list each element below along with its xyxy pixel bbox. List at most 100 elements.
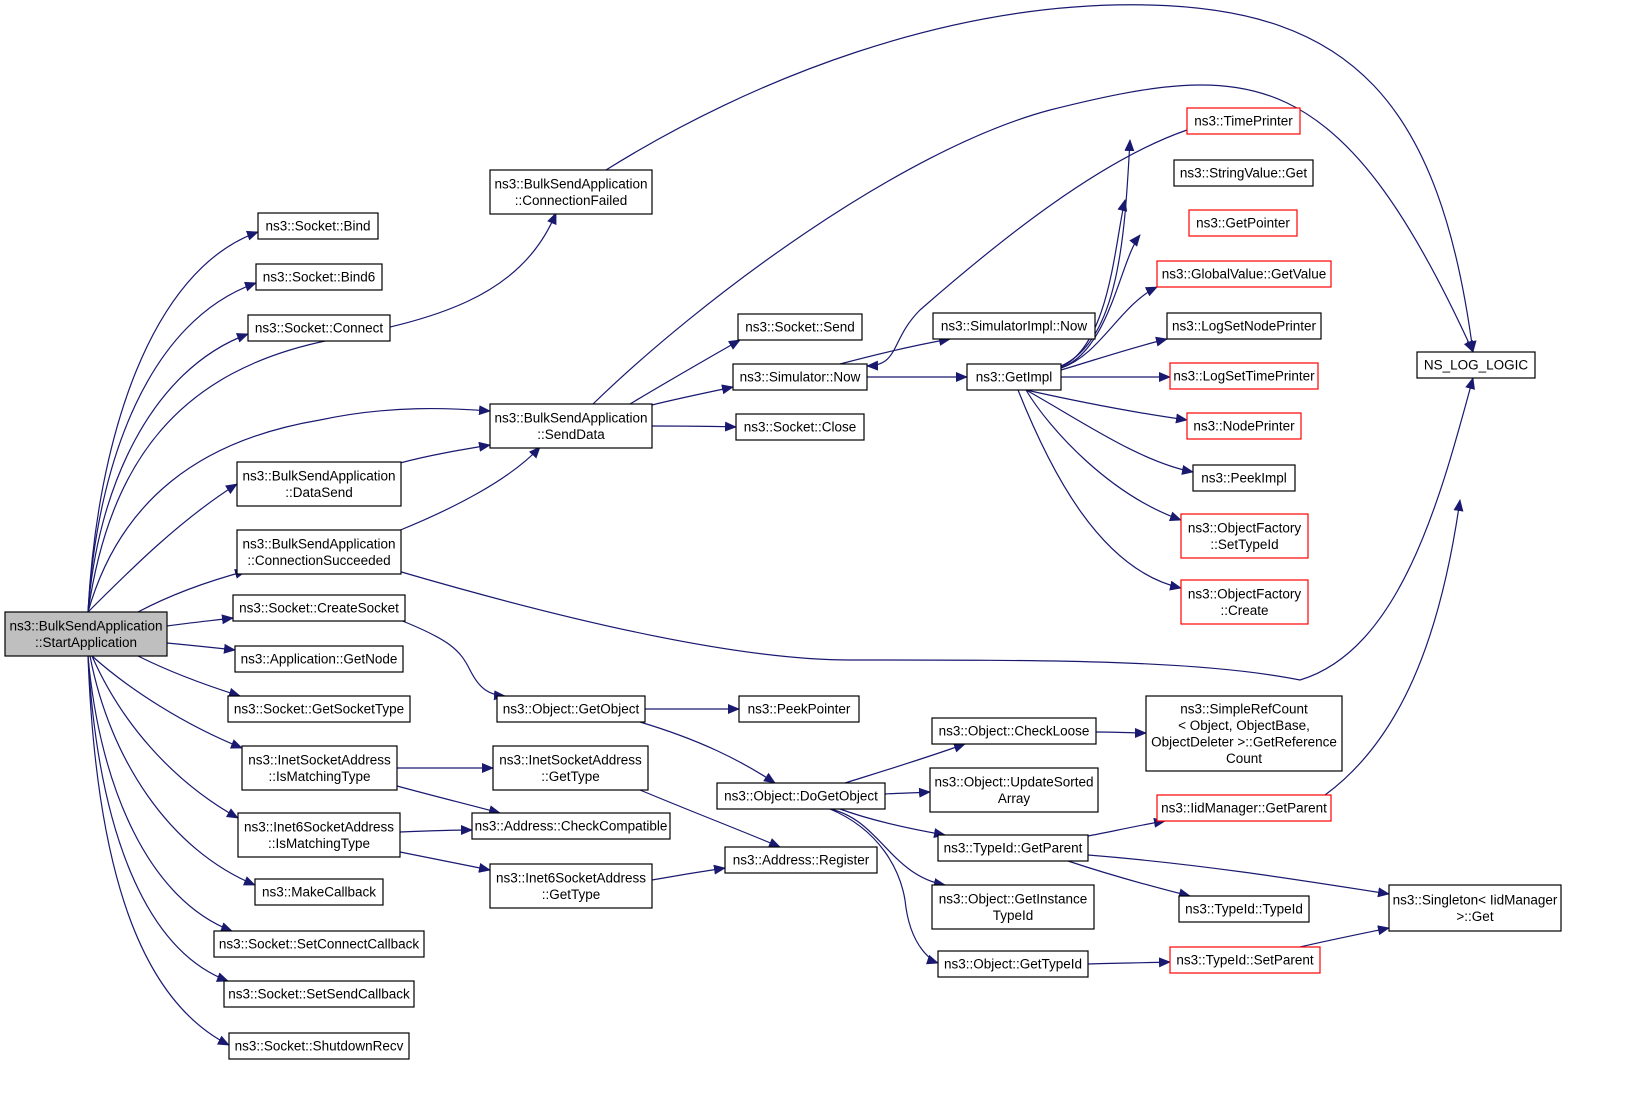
node-box: [234, 645, 404, 673]
node-ns3-socket-send[interactable]: ns3::Socket::Send: [737, 313, 863, 341]
edge-start-to-createsocket: [166, 614, 234, 627]
node-ns3-getimpl[interactable]: ns3::GetImpl: [966, 363, 1062, 391]
edge-arrow: [1060, 199, 1128, 368]
node-ns3-typeid-getparent[interactable]: ns3::TypeId::GetParent: [937, 834, 1089, 862]
edge-arrow: [1095, 727, 1147, 738]
node-ns3-inet6socketaddress-ismatchingtype[interactable]: ns3::Inet6SocketAddress::IsMatchingType: [237, 812, 401, 858]
edge-arrow: [651, 864, 726, 881]
node-ns3-application-getnode[interactable]: ns3::Application::GetNode: [234, 645, 404, 673]
node-box: [1166, 312, 1322, 340]
node-label-line: ns3::Socket::Close: [744, 420, 857, 435]
node-ns3-logsetnodeprinter[interactable]: ns3::LogSetNodePrinter: [1166, 312, 1322, 340]
node-label-line: ns3::Socket::Bind: [265, 219, 370, 234]
node-label-line: ns3::Inet6SocketAddress: [244, 819, 394, 834]
node-label-line: ns3::InetSocketAddress: [499, 752, 642, 767]
node-label-line: ns3::TypeId::SetParent: [1176, 953, 1314, 968]
edge-dogetobject-to-updatesorted: [884, 787, 931, 798]
node-ns3-globalvalue-getvalue[interactable]: ns3::GlobalValue::GetValue: [1156, 260, 1332, 288]
node-label-line: ns3::Singleton< IidManager: [1393, 892, 1558, 907]
node-label-line: ns3::BulkSendApplication: [242, 468, 395, 483]
edge-arrow: [1060, 139, 1135, 367]
node-ns3-objectfactory-settypeid[interactable]: ns3::ObjectFactory::SetTypeId: [1180, 513, 1309, 559]
node-ns3-object-checkloose[interactable]: ns3::Object::CheckLoose: [931, 717, 1097, 745]
node-ns3-socket-bind[interactable]: ns3::Socket::Bind: [257, 212, 379, 240]
node-ns3-socket-setsendcallback[interactable]: ns3::Socket::SetSendCallback: [223, 980, 415, 1008]
node-box: [932, 312, 1096, 340]
node-ns3-getpointer[interactable]: ns3::GetPointer: [1188, 209, 1298, 237]
edge-start-to-setconnectcb: [87, 655, 233, 932]
edge-inet6match-to-inet6gettype: [399, 851, 491, 873]
edge-start-to-bind6: [87, 281, 257, 613]
node-ns3-peekpointer[interactable]: ns3::PeekPointer: [738, 695, 860, 723]
edge-arrow: [1025, 389, 1182, 522]
node-ns3-singleton-iidmanager-get[interactable]: ns3::Singleton< IidManager>::Get: [1388, 884, 1562, 932]
edge-arrow: [166, 642, 236, 654]
node-ns3-makecallback[interactable]: ns3::MakeCallback: [254, 878, 384, 906]
node-ns3-bulksendapplication-startapplication[interactable]: ns3::BulkSendApplication::StartApplicati…: [4, 611, 168, 657]
edge-senddata-to-socketsend: [629, 339, 741, 405]
node-ns3-simulator-now[interactable]: ns3::Simulator::Now: [732, 363, 868, 391]
edge-arrow: [1067, 860, 1191, 899]
node-ns3-bulksendapplication-datasend[interactable]: ns3::BulkSendApplication::DataSend: [236, 461, 402, 507]
edge-getimpl-to-ofcreate: [1017, 389, 1182, 591]
node-box: [1180, 579, 1309, 625]
node-box: [1416, 351, 1536, 379]
node-ns3-logsettimeprinter[interactable]: ns3::LogSetTimePrinter: [1169, 362, 1319, 390]
node-label-line: ns3::BulkSendApplication: [9, 618, 162, 633]
edge-arrow: [1060, 336, 1168, 371]
node-ns3-socket-close[interactable]: ns3::Socket::Close: [735, 413, 865, 441]
node-ns3-inetsocketaddress-gettype[interactable]: ns3::InetSocketAddress::GetType: [492, 745, 649, 791]
node-label-line: ns3::Socket::Bind6: [263, 270, 376, 285]
node-ns3-socket-shutdownrecv[interactable]: ns3::Socket::ShutdownRecv: [228, 1032, 410, 1060]
node-box: [966, 363, 1062, 391]
edge-arrow: [605, 4, 1477, 353]
node-ns3-socket-getsockettype[interactable]: ns3::Socket::GetSocketType: [227, 695, 411, 723]
node-label-line: ns3::IidManager::GetParent: [1161, 801, 1327, 816]
node-ns3-objectfactory-create[interactable]: ns3::ObjectFactory::Create: [1180, 579, 1309, 625]
node-ns-log-logic[interactable]: NS_LOG_LOGIC: [1416, 351, 1536, 379]
node-ns3-inet6socketaddress-gettype[interactable]: ns3::Inet6SocketAddress::GetType: [489, 863, 653, 909]
node-ns3-bulksendapplication-senddata[interactable]: ns3::BulkSendApplication::SendData: [489, 403, 653, 449]
node-ns3-socket-setconnectcallback[interactable]: ns3::Socket::SetConnectCallback: [213, 930, 425, 958]
node-ns3-inetsocketaddress-ismatchingtype[interactable]: ns3::InetSocketAddress::IsMatchingType: [241, 745, 398, 791]
edge-arrow: [1087, 854, 1390, 898]
node-ns3-address-checkcompatible[interactable]: ns3::Address::CheckCompatible: [471, 812, 671, 840]
node-ns3-address-register[interactable]: ns3::Address::Register: [724, 846, 878, 874]
node-ns3-socket-connect[interactable]: ns3::Socket::Connect: [247, 314, 391, 342]
node-ns3-bulksendapplication-connectionsucceeded[interactable]: ns3::BulkSendApplication::ConnectionSucc…: [236, 529, 402, 575]
node-ns3-socket-createsocket[interactable]: ns3::Socket::CreateSocket: [232, 594, 406, 622]
edge-arrow: [91, 655, 243, 749]
node-ns3-object-dogetobject[interactable]: ns3::Object::DoGetObject: [716, 782, 886, 810]
node-ns3-iidmanager-getparent[interactable]: ns3::IidManager::GetParent: [1156, 794, 1332, 822]
node-ns3-simulatorimpl-now[interactable]: ns3::SimulatorImpl::Now: [932, 312, 1096, 340]
node-box: [1178, 895, 1310, 923]
edge-checkloose-to-simplerefcount: [1095, 727, 1147, 738]
node-ns3-timeprinter[interactable]: ns3::TimePrinter: [1186, 107, 1301, 135]
node-ns3-object-gettypeid[interactable]: ns3::Object::GetTypeId: [937, 950, 1089, 978]
node-ns3-nodeprinter[interactable]: ns3::NodePrinter: [1186, 412, 1302, 440]
edge-arrow: [1324, 499, 1464, 796]
node-label-line: ns3::Socket::CreateSocket: [239, 601, 399, 616]
edge-start-to-shutdownrecv: [87, 655, 230, 1046]
edge-arrow: [1017, 389, 1182, 591]
node-box: [223, 980, 415, 1008]
edge-dogetobject-to-objgettypeid: [829, 808, 939, 965]
node-ns3-typeid-setparent[interactable]: ns3::TypeId::SetParent: [1169, 946, 1321, 974]
node-label-line: < Object, ObjectBase,: [1178, 718, 1310, 733]
edge-datasend-to-senddata: [399, 441, 491, 464]
edge-getobject-to-dogetobject: [639, 721, 776, 784]
node-ns3-stringvalue-get[interactable]: ns3::StringValue::Get: [1173, 159, 1314, 187]
node-box: [241, 745, 398, 791]
node-ns3-object-getobject[interactable]: ns3::Object::GetObject: [496, 695, 646, 723]
edge-arrow: [399, 825, 473, 836]
edge-start-to-getnode: [166, 642, 236, 654]
node-ns3-peekimpl[interactable]: ns3::PeekImpl: [1192, 464, 1296, 492]
node-ns3-bulksendapplication-connectionfailed[interactable]: ns3::BulkSendApplication::ConnectionFail…: [489, 169, 653, 215]
node-label-line: ::IsMatchingType: [268, 769, 370, 784]
edge-arrow: [651, 421, 737, 432]
node-ns3-simplerefcount-object-objectbase-objectdeleter-getreference-count[interactable]: ns3::SimpleRefCount< Object, ObjectBase,…: [1145, 695, 1343, 772]
node-ns3-typeid-typeid[interactable]: ns3::TypeId::TypeId: [1178, 895, 1310, 923]
node-ns3-socket-bind6[interactable]: ns3::Socket::Bind6: [255, 263, 383, 291]
